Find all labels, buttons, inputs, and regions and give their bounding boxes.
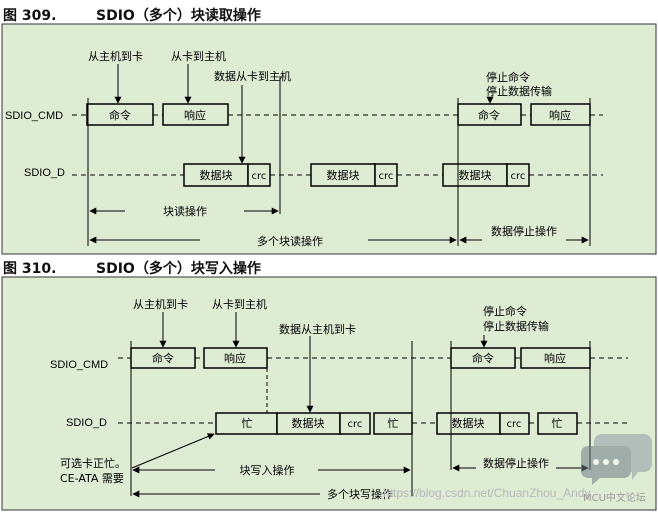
fig310-multi-block-write-op-label: 多个块写操作 — [327, 487, 393, 501]
fig309-cmd-frame: 命令 响应 命令 响应 — [86, 103, 591, 126]
fig309-data-frames: 数据块 crc 数据块 crc 数据块 crc — [183, 163, 530, 187]
fig310-card-to-host-label: 从卡到主机 — [212, 297, 267, 311]
fig310-stop-response-label: 响应 — [544, 351, 566, 365]
fig309-block-read-op-label: 块读操作 — [163, 204, 207, 218]
figure-309-number: 图 309. — [3, 8, 57, 24]
fig309-data-block-1-label: 数据块 — [200, 168, 233, 182]
fig310-vertical-markers — [130, 341, 591, 496]
fig310-busy-3-label: 忙 — [552, 416, 563, 430]
fig309-data-card-to-host-label: 数据从卡到主机 — [214, 69, 291, 83]
fig309-span-arrows — [89, 207, 589, 244]
figure-310-panel — [1, 276, 657, 511]
fig310-command-label: 命令 — [152, 351, 174, 365]
watermark-url: https://blog.csdn.net/ChuanZhou_Andy — [383, 486, 590, 500]
fig309-crc-3-label: crc — [511, 171, 526, 182]
watermark-forum: MCU中文论坛 — [583, 491, 646, 504]
fig310-data-line-label: SDIO_D — [66, 417, 107, 429]
chat-bubble-icon — [581, 434, 652, 485]
fig310-span-arrows — [132, 464, 589, 498]
fig310-cmd-frame: 命令 响应 命令 响应 — [130, 347, 591, 369]
figure-309-panel — [1, 23, 657, 255]
fig310-busy-1-label: 忙 — [242, 416, 253, 430]
fig309-command-label: 命令 — [109, 108, 131, 122]
fig309-data-block-3-label: 数据块 — [459, 168, 492, 182]
figure-310-title: SDIO（多个）块写入操作 — [96, 261, 261, 277]
fig310-crc-1 — [339, 412, 371, 435]
fig309-crc-3 — [506, 163, 530, 187]
fig310-crc-1-label: crc — [348, 419, 363, 430]
figure-310-number: 图 310. — [3, 261, 57, 277]
fig310-busy-2-label: 忙 — [388, 416, 399, 430]
fig310-ce-ata-label: CE-ATA 需要 — [60, 472, 124, 485]
fig310-cmd-line-label: SDIO_CMD — [50, 359, 108, 371]
fig310-data-block-2-label: 数据块 — [452, 416, 485, 430]
fig310-response-label: 响应 — [224, 351, 246, 365]
fig309-data-line-label: SDIO_D — [24, 167, 65, 179]
fig310-crc-2 — [499, 412, 530, 435]
fig309-stop-command-label: 命令 — [478, 108, 500, 122]
figure-310-caption: 图 310. SDIO（多个）块写入操作 — [3, 258, 261, 278]
fig309-crc-1-label: crc — [252, 171, 267, 182]
fig309-bus-lines — [72, 114, 603, 176]
fig309-crc-1 — [247, 163, 271, 187]
fig310-stop-transfer-note: 停止数据传输 — [483, 319, 549, 333]
fig310-block-write-op-label: 块写入操作 — [240, 463, 295, 477]
fig309-response-label: 响应 — [184, 108, 206, 122]
fig310-stop-command-note: 停止命令 — [483, 304, 527, 318]
fig309-data-stop-op-label: 数据停止操作 — [491, 224, 557, 238]
fig310-data-frames: 忙 数据块 crc 忙 数据块 crc 忙 — [215, 412, 578, 435]
fig309-vertical-markers — [87, 76, 591, 246]
figure-309-caption: 图 309. SDIO（多个）块读取操作 — [3, 5, 261, 25]
fig310-host-to-card-label: 从主机到卡 — [133, 297, 188, 311]
fig310-data-stop-op-label: 数据停止操作 — [483, 456, 549, 470]
fig309-cmd-line-label: SDIO_CMD — [5, 110, 63, 122]
fig309-stop-transfer-note: 停止数据传输 — [486, 84, 552, 98]
figure-310-diagram: SDIO_CMD SDIO_D 命令 响应 命令 响应 — [1, 276, 657, 511]
fig310-optional-busy-label: 可选卡正忙。 — [60, 456, 126, 470]
fig309-card-to-host-label: 从卡到主机 — [171, 49, 226, 63]
fig309-command-box — [86, 103, 154, 126]
fig309-response-box — [162, 103, 229, 126]
fig309-crc-2-label: crc — [379, 171, 394, 182]
fig309-host-to-card-label: 从主机到卡 — [88, 49, 143, 63]
fig310-stop-command-label: 命令 — [472, 351, 494, 365]
fig309-stop-response-label: 响应 — [549, 108, 571, 122]
fig309-data-block-2-label: 数据块 — [327, 168, 360, 182]
fig310-response-box — [203, 347, 268, 369]
fig309-annotation-arrows — [114, 64, 494, 164]
figure-309-diagram: SDIO_CMD SDIO_D 命令 响应 命令 响应 — [1, 23, 657, 255]
fig310-data-host-to-card-label: 数据从主机到卡 — [279, 322, 356, 336]
fig310-busy-3 — [537, 412, 578, 435]
fig309-crc-2 — [374, 163, 398, 187]
fig310-data-block-1-label: 数据块 — [292, 416, 325, 430]
fig310-crc-2-label: crc — [507, 419, 522, 430]
fig309-stop-command-note: 停止命令 — [486, 70, 530, 84]
fig309-multi-block-read-op-label: 多个块读操作 — [257, 234, 323, 248]
fig310-bus-lines — [118, 357, 628, 424]
fig310-annotation-arrows — [131, 312, 488, 469]
figure-309-title: SDIO（多个）块读取操作 — [96, 8, 261, 24]
